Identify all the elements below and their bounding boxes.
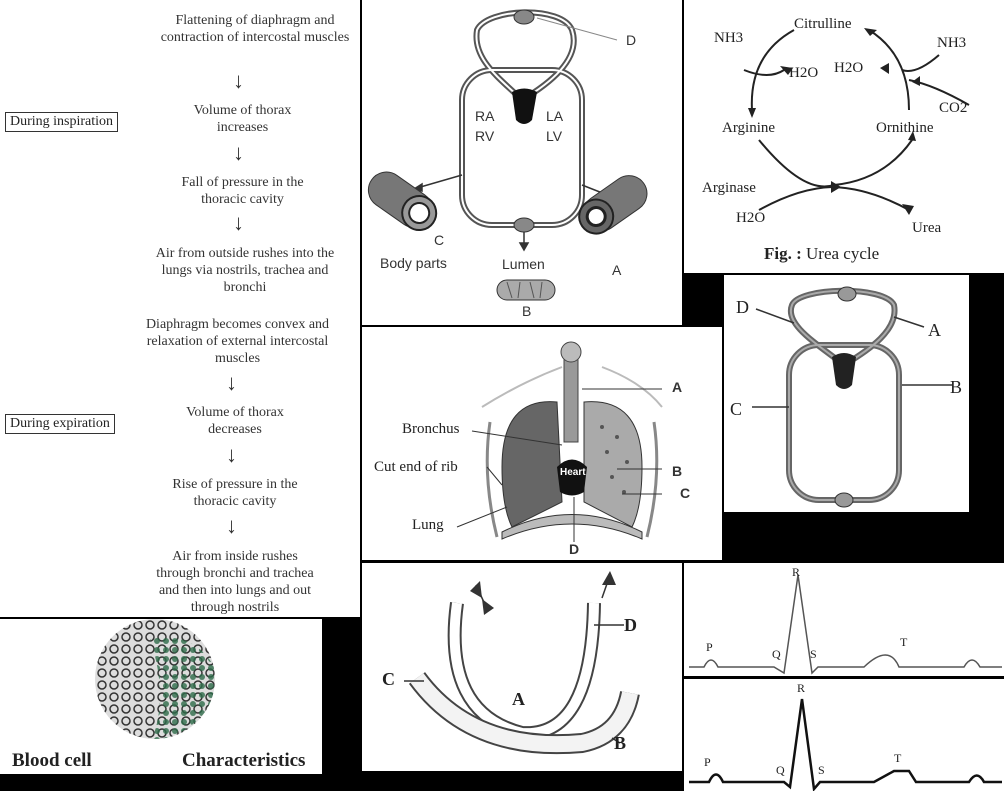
ecg-top-panel: P Q R S T bbox=[684, 563, 1004, 676]
label-LV: LV bbox=[546, 128, 563, 144]
down-arrow-icon: ↓ bbox=[233, 140, 244, 165]
down-arrow-icon: ↓ bbox=[226, 442, 237, 467]
ornithine-label: Ornithine bbox=[876, 120, 934, 136]
ecg-bottom-T: T bbox=[894, 751, 902, 765]
inspiration-label: During inspiration bbox=[5, 112, 119, 132]
cut-end-of-rib-label: Cut end of rib bbox=[374, 459, 458, 475]
circulation-diagram bbox=[367, 9, 648, 301]
lungs-label-B: B bbox=[672, 463, 683, 479]
caption-text: Urea cycle bbox=[801, 244, 880, 263]
alveolus-diagram bbox=[404, 571, 640, 755]
blood-cell-label: Blood cell bbox=[12, 750, 92, 771]
characteristics-label: Characteristics bbox=[182, 750, 306, 771]
flow-step-8: Air from inside rushes through bronchi a… bbox=[156, 549, 314, 615]
ecg-bottom-P: P bbox=[704, 755, 711, 769]
h2o-right-label: H2O bbox=[834, 60, 864, 76]
flow-step-2: Volume of thorax increases bbox=[193, 103, 292, 135]
label-C: C bbox=[434, 232, 445, 248]
lungs-diagram-panel: A Bronchus Cut end of rib Heart B C Lung… bbox=[362, 327, 722, 560]
arginine-label: Arginine bbox=[722, 120, 776, 136]
label-B: B bbox=[522, 303, 532, 319]
urea-cycle-caption: Fig. : Urea cycle bbox=[764, 244, 879, 264]
down-arrow-icon: ↓ bbox=[226, 370, 237, 395]
ecg-top-trace bbox=[689, 574, 1002, 675]
alveolus-label-B: B bbox=[614, 733, 627, 753]
ecg-bottom-Q: Q bbox=[776, 763, 785, 777]
ecg-bottom-S: S bbox=[818, 763, 825, 777]
flow-step-7: Rise of pressure in the thoracic cavity bbox=[172, 477, 298, 509]
citrulline-label: Citrulline bbox=[794, 16, 852, 32]
flow-step-5: Diaphragm becomes convex and relaxation … bbox=[145, 317, 330, 366]
alveolus-label-A: A bbox=[512, 689, 525, 709]
alveolus-label-D: D bbox=[624, 615, 637, 635]
blood-cell-smear-image bbox=[95, 619, 215, 739]
urea-cycle-diagram bbox=[743, 28, 970, 215]
down-arrow-icon: ↓ bbox=[233, 68, 244, 93]
flow-step-6: Volume of thorax decreases bbox=[186, 405, 284, 437]
label-A: A bbox=[612, 262, 622, 278]
ecg-bottom-panel: P Q R S T bbox=[684, 679, 1004, 791]
bronchus-label: Bronchus bbox=[402, 421, 460, 437]
nh3-left-label: NH3 bbox=[714, 30, 744, 46]
alveolus-label-C: C bbox=[382, 669, 395, 689]
lung-label: Lung bbox=[412, 517, 444, 533]
small-label-A: A bbox=[928, 320, 941, 340]
arginase-label: Arginase bbox=[702, 180, 756, 196]
down-arrow-icon: ↓ bbox=[233, 210, 244, 235]
ecg-top-S: S bbox=[810, 647, 817, 661]
breathing-flowchart-panel: Flattening of diaphragm and contraction … bbox=[0, 0, 360, 617]
caption-fig-label: Fig. : bbox=[764, 244, 802, 263]
circulation-small-panel: D A B C bbox=[724, 275, 969, 512]
down-arrow-icon: ↓ bbox=[226, 513, 237, 538]
circulation-small-diagram bbox=[752, 286, 952, 508]
label-body-parts: Body parts bbox=[380, 255, 447, 271]
ecg-top-R: R bbox=[792, 565, 801, 579]
circulation-diagram-panel: D RA RV LA LV C Body parts Lumen A B bbox=[362, 0, 682, 325]
lungs-label-A: A bbox=[672, 379, 683, 395]
small-label-D: D bbox=[736, 297, 749, 317]
nh3-right-label: NH3 bbox=[937, 35, 967, 51]
lungs-diagram bbox=[456, 341, 663, 542]
urea-cycle-panel: Citrulline NH3 NH3 H2O H2O CO2 Arginine … bbox=[684, 0, 1004, 273]
ecg-top-P: P bbox=[706, 640, 713, 654]
small-label-B: B bbox=[950, 377, 963, 397]
label-lumen: Lumen bbox=[502, 256, 545, 272]
label-D: D bbox=[626, 32, 637, 48]
label-RV: RV bbox=[475, 128, 495, 144]
urea-label: Urea bbox=[912, 220, 942, 236]
ecg-top-Q: Q bbox=[772, 647, 781, 661]
alveolus-diagram-panel: D C A B bbox=[362, 563, 682, 771]
label-LA: LA bbox=[546, 108, 564, 124]
ecg-bottom-R: R bbox=[797, 681, 806, 695]
lungs-label-C: C bbox=[680, 485, 691, 501]
heart-label: Heart bbox=[560, 467, 586, 478]
h2o-bottom-label: H2O bbox=[736, 210, 766, 226]
h2o-left-label: H2O bbox=[789, 65, 819, 81]
expiration-label: During expiration bbox=[5, 414, 115, 434]
small-label-C: C bbox=[730, 399, 743, 419]
ecg-bottom-trace bbox=[689, 698, 1002, 791]
label-RA: RA bbox=[475, 108, 495, 124]
blood-cell-panel: Blood cell Characteristics bbox=[0, 619, 322, 774]
flow-step-4: Air from outside rushes into the lungs v… bbox=[155, 246, 335, 295]
flow-step-1: Flattening of diaphragm and contraction … bbox=[160, 13, 350, 45]
lungs-label-D: D bbox=[569, 541, 580, 557]
flow-step-3: Fall of pressure in the thoracic cavity bbox=[181, 175, 304, 207]
co2-label: CO2 bbox=[939, 100, 968, 116]
ecg-top-T: T bbox=[900, 635, 908, 649]
